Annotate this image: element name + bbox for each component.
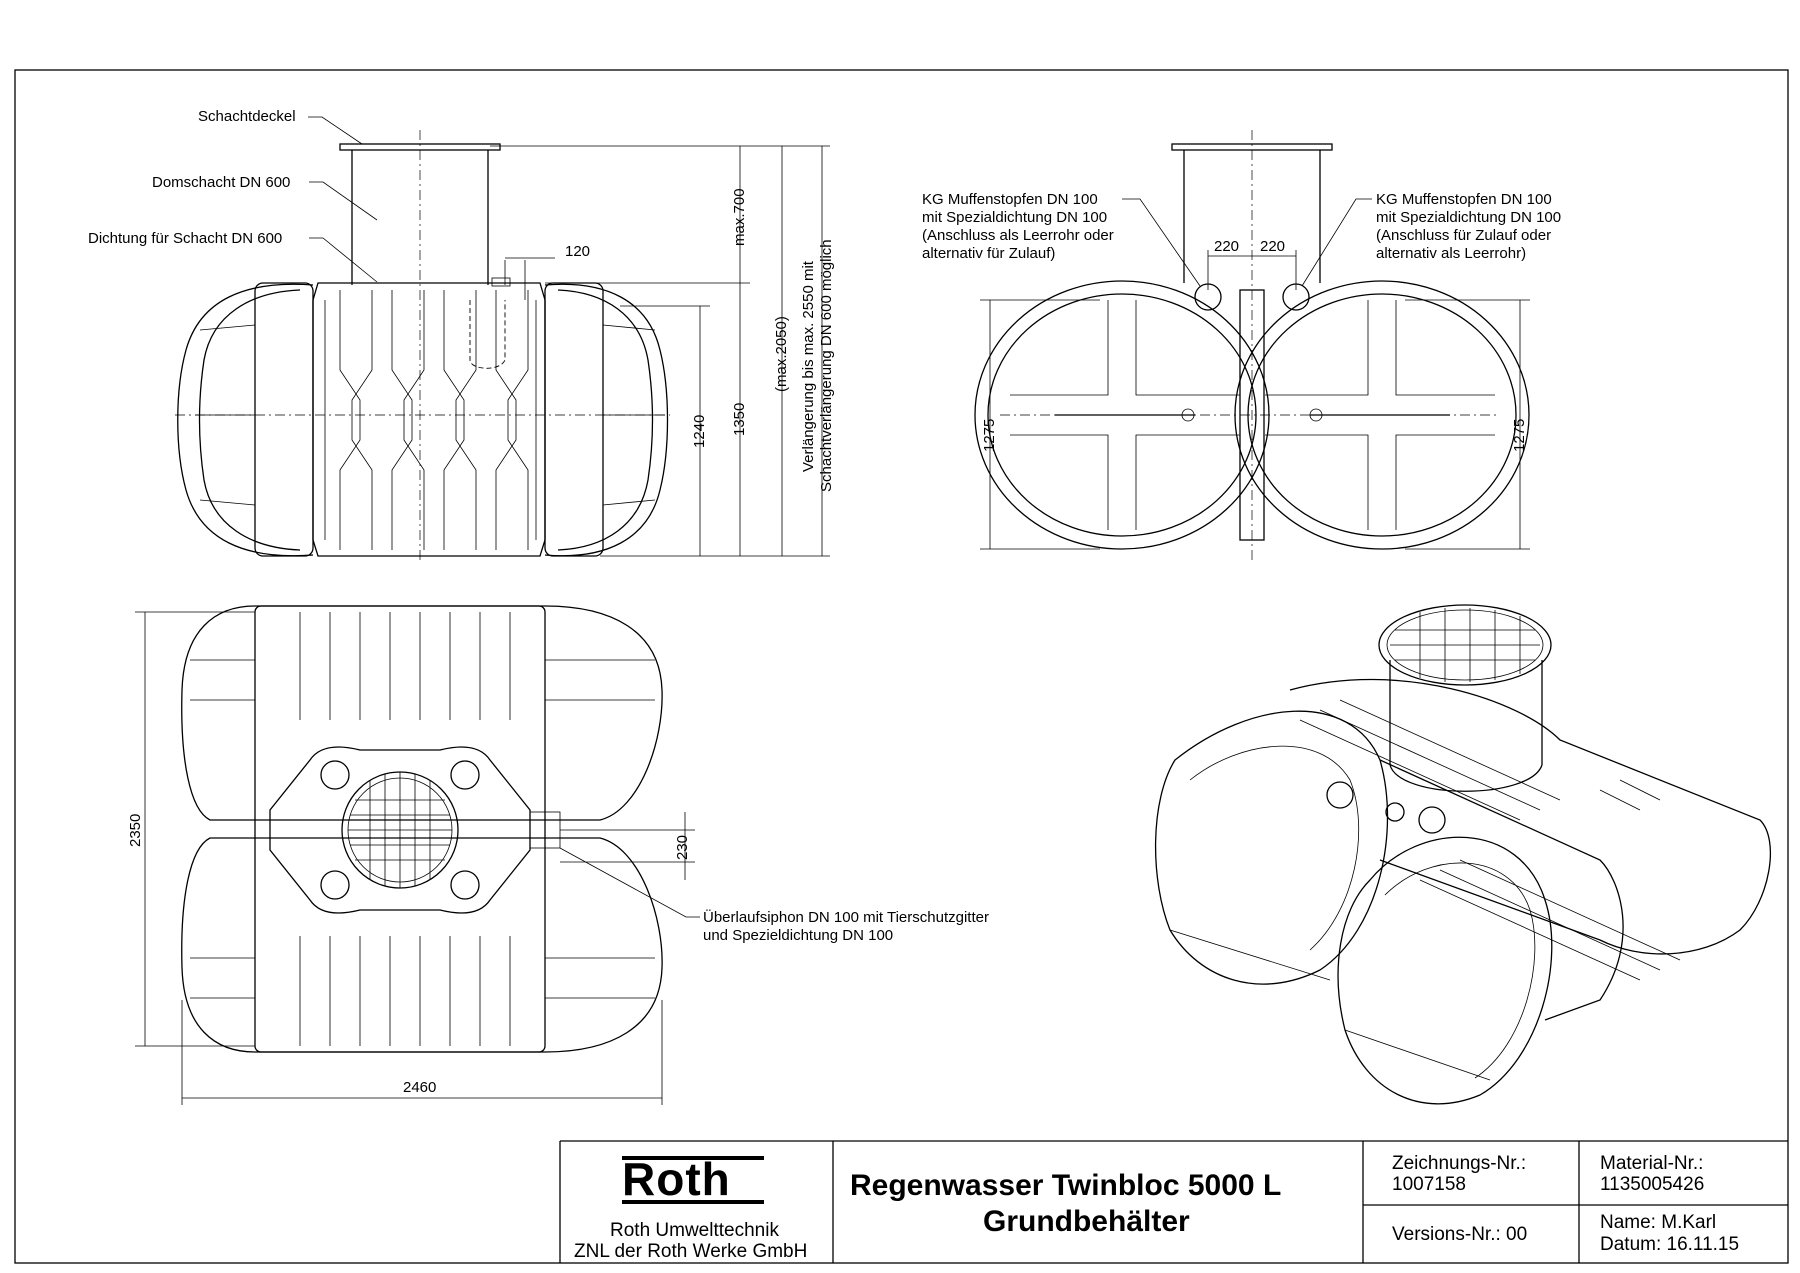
label-dichtung: Dichtung für Schacht DN 600 (88, 230, 282, 247)
dim-1275-left: 1275 (981, 419, 998, 452)
label-ueberlauf-2: und Spezieldichtung DN 100 (703, 927, 893, 944)
note-verlaengerung-1: Verlängerung bis max. 2550 mit (800, 260, 817, 472)
drawing-number-value: 1007158 (1392, 1174, 1466, 1195)
dim-1240: 1240 (691, 415, 708, 448)
front-view: 220 220 1275 1275 KG Muffenstopfen DN 10… (922, 130, 1561, 560)
side-view: 120 1240 1350 max.700 (max.2050) Verläng… (88, 108, 835, 560)
label-kg-left-2: mit Spezialdichtung DN 100 (922, 209, 1107, 226)
label-kg-right-3: (Anschluss für Zulauf oder (1376, 227, 1551, 244)
label-domschacht: Domschacht DN 600 (152, 174, 290, 191)
material-number-label: Material-Nr.: (1600, 1153, 1703, 1174)
company-name: Roth Umwelttechnik (610, 1220, 779, 1241)
dim-max700: max.700 (731, 188, 748, 246)
dim-2350: 2350 (127, 814, 144, 847)
label-ueberlauf-1: Überlaufsiphon DN 100 mit Tierschutzgitt… (703, 908, 989, 926)
material-number-value: 1135005426 (1600, 1174, 1704, 1195)
label-schachtdeckel: Schachtdeckel (198, 108, 296, 125)
dim-220-right: 220 (1260, 238, 1285, 255)
dim-1275-right: 1275 (1511, 419, 1528, 452)
dim-120: 120 (565, 243, 590, 260)
drawing-title: Regenwasser Twinbloc 5000 L (850, 1169, 1281, 1202)
drawing-date: Datum: 16.11.15 (1600, 1234, 1739, 1255)
roth-logo: Roth (622, 1153, 764, 1205)
label-kg-right-4: alternativ als Leerrohr) (1376, 245, 1526, 262)
label-kg-left-1: KG Muffenstopfen DN 100 (922, 191, 1098, 208)
drawing-subtitle: Grundbehälter (983, 1205, 1190, 1238)
version-number: Versions-Nr.: 00 (1392, 1224, 1527, 1245)
dim-220-left: 220 (1214, 238, 1239, 255)
isometric-view (1154, 604, 1772, 1105)
dim-1350: 1350 (731, 403, 748, 436)
dim-230: 230 (674, 835, 691, 860)
logo-text: Roth (622, 1153, 731, 1205)
author-name: Name: M.Karl (1600, 1212, 1716, 1233)
label-kg-right-2: mit Spezialdichtung DN 100 (1376, 209, 1561, 226)
dim-max2050: (max.2050) (773, 316, 790, 392)
label-kg-left-4: alternativ für Zulauf) (922, 245, 1055, 262)
company-subtitle: ZNL der Roth Werke GmbH (574, 1241, 807, 1262)
drawing-frame (14, 69, 1789, 1264)
title-block: Roth Roth Umwelttechnik ZNL der Roth Wer… (559, 1140, 1788, 1263)
dim-2460: 2460 (403, 1079, 436, 1096)
note-verlaengerung-2: Schachtverlängerung DN 600 möglich (818, 239, 835, 492)
label-kg-right-1: KG Muffenstopfen DN 100 (1376, 191, 1552, 208)
top-view: 2350 2460 230 Überlaufsiphon DN 100 mit … (127, 605, 989, 1105)
drawing-number-label: Zeichnungs-Nr.: (1392, 1153, 1526, 1174)
label-kg-left-3: (Anschluss als Leerrohr oder (922, 227, 1114, 244)
